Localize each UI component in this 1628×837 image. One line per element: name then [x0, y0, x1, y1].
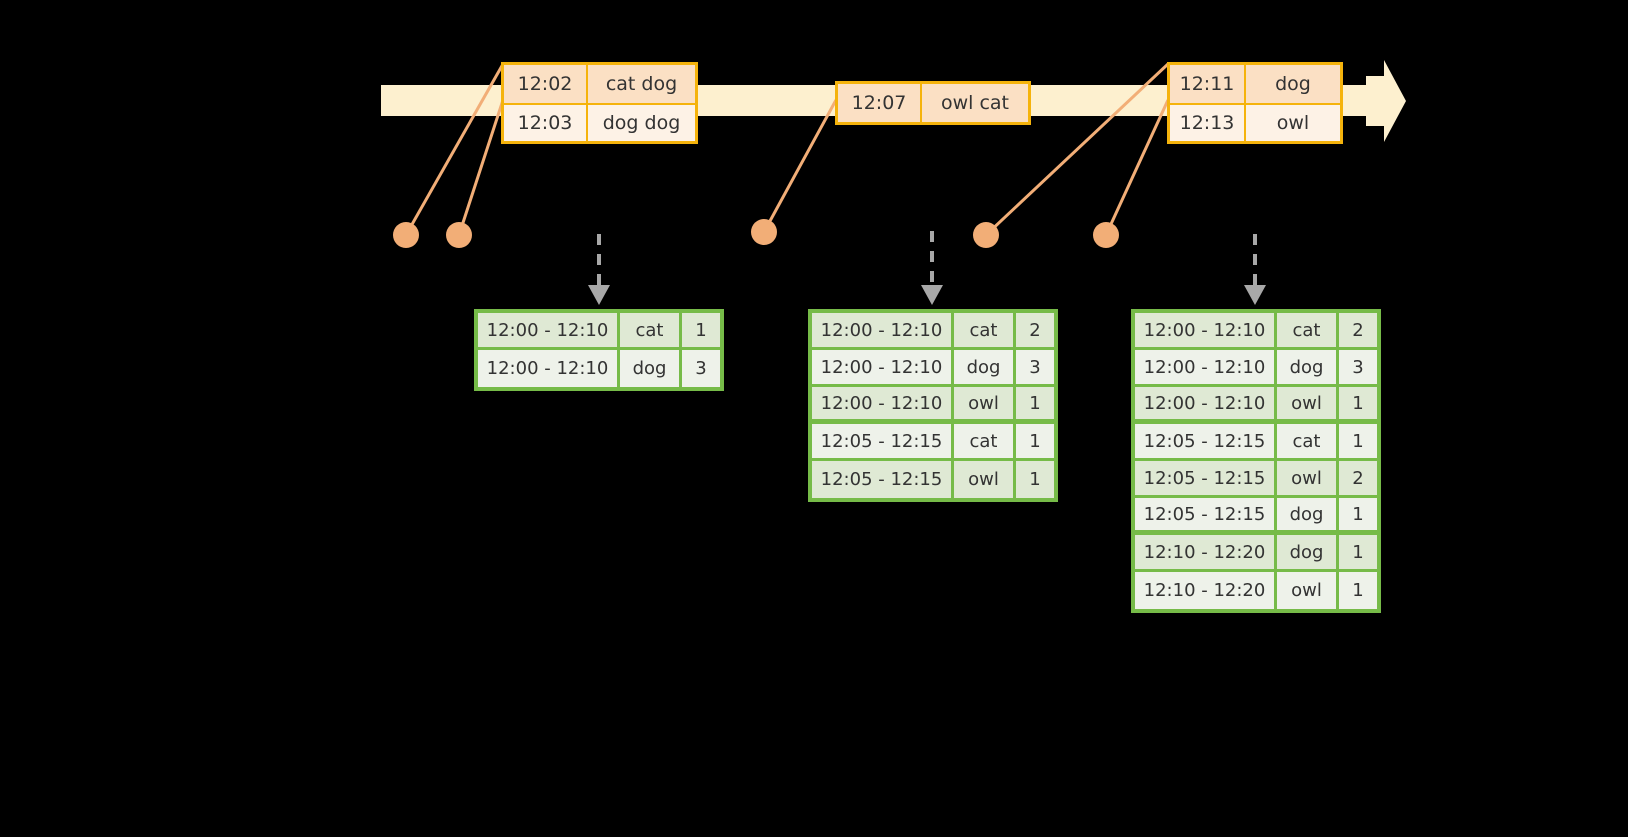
- marker-2: [446, 222, 472, 248]
- event-time: 12:11: [1170, 65, 1246, 103]
- cell-window: 12:05 - 12:15: [1135, 424, 1277, 458]
- cell-key: dog: [954, 350, 1016, 384]
- cell-window: 12:05 - 12:15: [812, 461, 954, 498]
- cell-key: dog: [1277, 350, 1339, 384]
- cell-key: owl: [1277, 387, 1339, 419]
- event-time: 12:03: [504, 105, 588, 141]
- cell-count: 1: [1016, 424, 1054, 458]
- cell-window: 12:10 - 12:20: [1135, 572, 1277, 609]
- emit-arrow-2: [921, 231, 943, 305]
- cell-count: 2: [1016, 313, 1054, 347]
- cell-window: 12:00 - 12:10: [812, 387, 954, 419]
- cell-count: 1: [682, 313, 720, 347]
- event-words: cat dog: [605, 73, 678, 95]
- event-time: 12:07: [838, 84, 922, 122]
- cell-window: 12:00 - 12:10: [478, 313, 620, 347]
- stream-event-row: 12:02 cat dog: [504, 65, 695, 103]
- cell-window: 12:00 - 12:10: [1135, 313, 1277, 347]
- emit-arrows: [588, 231, 1266, 305]
- marker-5: [1093, 222, 1119, 248]
- event-words: owl cat: [940, 92, 1010, 114]
- cell-window: 12:10 - 12:20: [1135, 535, 1277, 569]
- cell-key: cat: [620, 313, 682, 347]
- cell-window: 12:00 - 12:10: [1135, 350, 1277, 384]
- stream-event-row: 12:03 dog dog: [504, 103, 695, 141]
- cell-count: 1: [1339, 572, 1377, 609]
- cell-count: 3: [1339, 350, 1377, 384]
- stream-event-box-1[interactable]: 12:02 cat dog 12:03 dog dog: [501, 62, 698, 144]
- cell-count: 1: [1339, 424, 1377, 458]
- marker-4: [973, 222, 999, 248]
- cell-count: 3: [1016, 350, 1054, 384]
- cell-window: 12:00 - 12:10: [812, 350, 954, 384]
- cell-key: cat: [954, 313, 1016, 347]
- stream-event-box-3[interactable]: 12:11 dog 12:13 owl: [1167, 62, 1343, 144]
- cell-key: owl: [1277, 572, 1339, 609]
- stream-event-row: 12:13 owl: [1170, 103, 1340, 141]
- cell-key: dog: [1277, 498, 1339, 530]
- cell-count: 2: [1339, 461, 1377, 495]
- marker-dots: [393, 219, 1119, 248]
- cell-window: 12:05 - 12:15: [1135, 498, 1277, 530]
- cell-count: 3: [682, 350, 720, 387]
- arrow-right-icon: [1366, 60, 1406, 142]
- cell-window: 12:00 - 12:10: [478, 350, 620, 387]
- cell-key: dog: [1277, 535, 1339, 569]
- cell-key: owl: [954, 461, 1016, 498]
- event-words: dog: [1275, 73, 1311, 95]
- stream-event-box-2[interactable]: 12:07 owl cat: [835, 81, 1031, 125]
- cell-count: 1: [1339, 387, 1377, 419]
- event-words: owl: [1276, 112, 1310, 134]
- event-words: dog dog: [602, 112, 681, 134]
- cell-count: 2: [1339, 313, 1377, 347]
- cell-window: 12:00 - 12:10: [812, 313, 954, 347]
- cell-count: 1: [1339, 535, 1377, 569]
- cell-key: dog: [620, 350, 682, 387]
- cell-key: cat: [1277, 313, 1339, 347]
- cell-count: 1: [1016, 387, 1054, 419]
- cell-window: 12:05 - 12:15: [812, 424, 954, 458]
- stream-event-row: 12:07 owl cat: [838, 84, 1028, 122]
- cell-count: 1: [1016, 461, 1054, 498]
- event-time: 12:02: [504, 65, 588, 103]
- cell-key: owl: [954, 387, 1016, 419]
- marker-1: [393, 222, 419, 248]
- cell-key: owl: [1277, 461, 1339, 495]
- emit-arrow-1: [588, 234, 610, 305]
- marker-3: [751, 219, 777, 245]
- emit-arrow-3: [1244, 234, 1266, 305]
- connector-2: [457, 99, 505, 236]
- cell-key: cat: [1277, 424, 1339, 458]
- cell-window: 12:00 - 12:10: [1135, 387, 1277, 419]
- cell-window: 12:05 - 12:15: [1135, 461, 1277, 495]
- connector-5: [1104, 99, 1170, 236]
- cell-count: 1: [1339, 498, 1377, 530]
- connector-3: [762, 99, 838, 233]
- stream-event-row: 12:11 dog: [1170, 65, 1340, 103]
- event-time: 12:13: [1170, 105, 1246, 141]
- cell-key: cat: [954, 424, 1016, 458]
